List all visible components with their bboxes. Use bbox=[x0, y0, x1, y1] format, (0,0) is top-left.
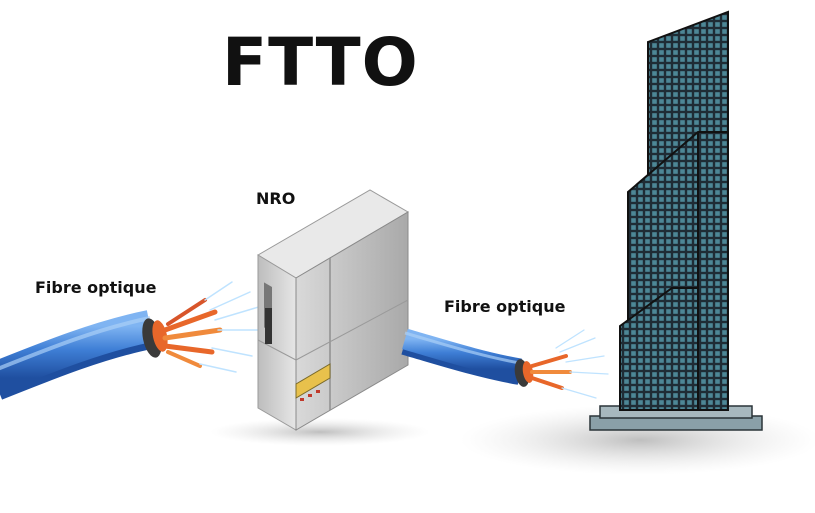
fibre-optique-label-left: Fibre optique bbox=[35, 278, 156, 297]
office-building bbox=[590, 12, 762, 430]
fibre-optique-label-right: Fibre optique bbox=[444, 297, 565, 316]
diagram-title: FTTO bbox=[222, 30, 419, 96]
right-fiber-strands bbox=[532, 330, 608, 398]
left-fiber-cable bbox=[0, 317, 170, 382]
nro-cabinet bbox=[258, 190, 408, 430]
nro-label: NRO bbox=[256, 189, 295, 208]
right-fiber-cable bbox=[405, 333, 535, 388]
left-fiber-strands bbox=[165, 282, 262, 372]
cabinet-shadow bbox=[210, 418, 430, 446]
